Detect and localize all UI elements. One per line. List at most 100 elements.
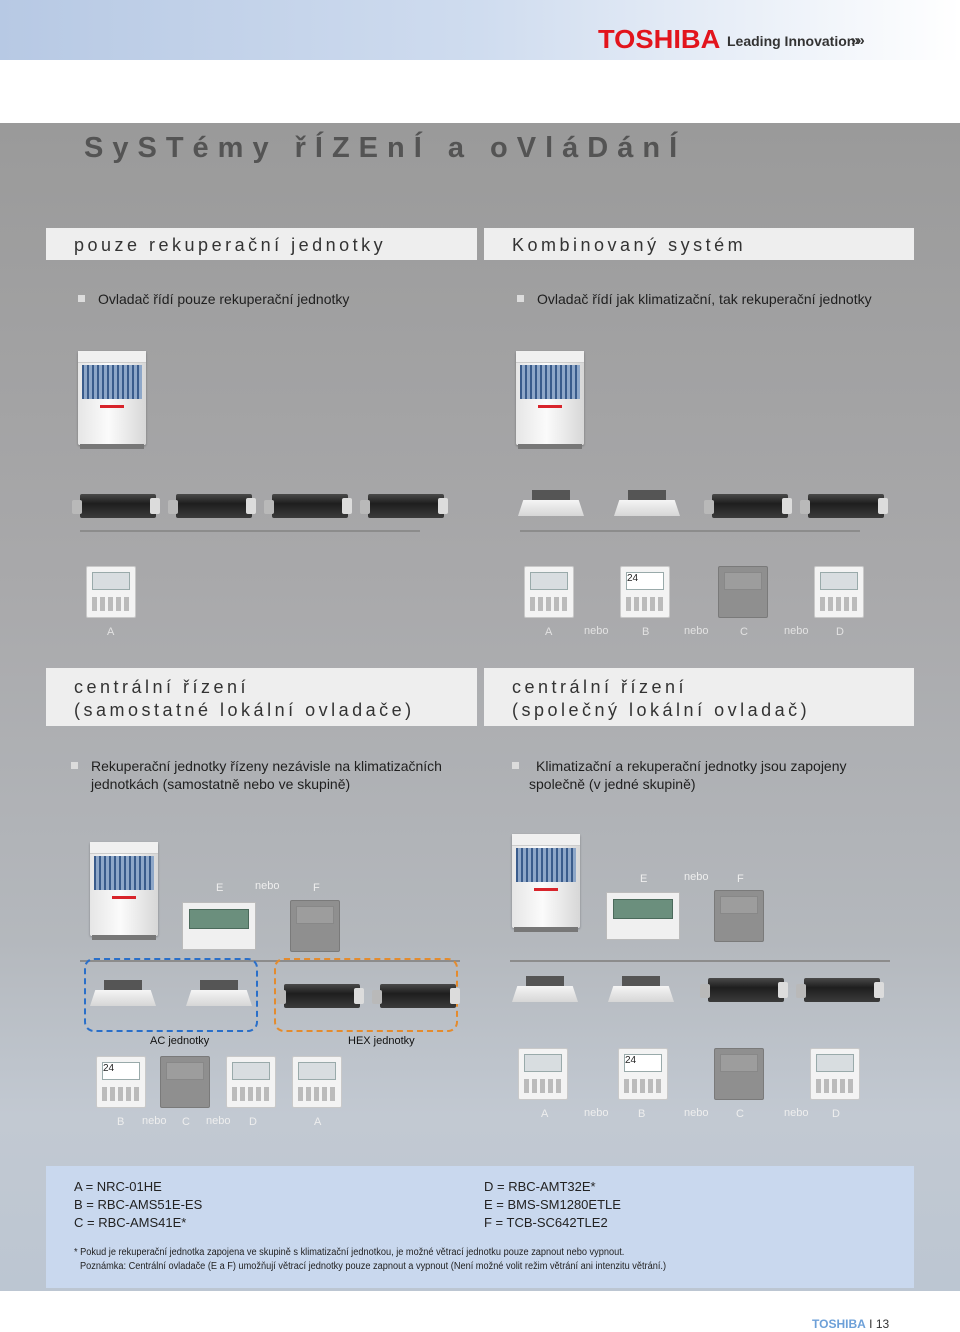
remote-controller-b-icon: 24 [96,1056,146,1108]
display-temperature: 24 [624,1054,662,1072]
legend-item: F = TCB-SC642TLE2 [484,1215,608,1230]
ducted-unit-icon [800,494,888,518]
label-c: C [182,1116,190,1128]
label-a: A [314,1116,322,1128]
bullet-combined: Ovladač řídí jak klimatizační, tak rekup… [517,290,872,308]
ac-units-group [84,958,258,1032]
ducted-unit-icon [700,978,788,1002]
outdoor-unit-icon [512,834,580,932]
bullet-square-icon [517,295,524,302]
remote-controller-a-icon [86,566,136,618]
label-or: nebo [784,625,809,637]
cassette-unit-icon [614,490,680,516]
legend-item: C = RBC-AMS41E* [74,1215,187,1230]
label-c: C [740,626,748,638]
legend-item: A = NRC-01HE [74,1179,162,1194]
label-or: nebo [684,1107,709,1119]
bullet-hex-only: Ovladač řídí pouze rekuperační jednotky [78,290,350,308]
bullet-square-icon [78,295,85,302]
bullet-text: Klimatizační a rekuperační jednotky jsou… [536,758,847,774]
hex-units-label: HEX jednotky [348,1035,415,1047]
remote-controller-d-icon [814,566,864,618]
label-f: F [737,873,744,885]
label-or: nebo [255,880,280,892]
ducted-unit-icon [264,494,352,518]
remote-controller-c-icon [160,1056,210,1108]
central-controller-e-icon [606,892,680,940]
wire-line [80,530,420,532]
cassette-unit-icon [186,980,252,1006]
page-title: SySTémy řÍZEnÍ a oVláDánÍ [84,132,687,164]
label-e: E [216,882,224,894]
remote-controller-d-icon [226,1056,276,1108]
bullet-square-icon [71,762,78,769]
label-d: D [249,1116,257,1128]
label-c: C [736,1108,744,1120]
central-controller-f-icon [290,900,340,952]
outdoor-unit-icon [516,351,584,449]
bullet-text: společně (v jedné skupině) [529,776,696,792]
cassette-unit-icon [518,490,584,516]
label-or: nebo [584,625,609,637]
label-a: A [541,1108,549,1120]
section-heading-text: pouze rekuperační jednotky [74,235,387,255]
remote-controller-a-icon [524,566,574,618]
display-temperature: 24 [102,1062,140,1080]
label-b: B [638,1108,646,1120]
bullet-text: Ovladač řídí pouze rekuperační jednotky [98,291,350,307]
remote-controller-d-icon [810,1048,860,1100]
label-b: B [117,1116,125,1128]
remote-controller-b-icon: 24 [620,566,670,618]
central-controller-f-icon [714,890,764,942]
outdoor-unit-icon [90,842,158,940]
page-number: 13 [875,1317,890,1331]
bullet-text: Rekuperační jednotky řízeny nezávisle na… [91,758,442,774]
ac-units-label: AC jednotky [150,1035,210,1047]
remote-controller-c-icon [714,1048,764,1100]
outdoor-unit-icon [78,351,146,449]
section-heading-combined: Kombinovaný systém [484,228,914,260]
brand-logo: TOSHIBA [598,24,721,54]
ducted-unit-icon [372,984,460,1008]
display-temperature: 24 [626,572,664,590]
chevron-right-icon: »» [851,32,865,49]
section-heading-central-separate: centrální řízení (samostatné lokální ovl… [46,668,477,726]
ducted-unit-icon [168,494,256,518]
section-heading-central-shared: centrální řízení (společný lokální ovlad… [484,668,914,726]
label-d: D [836,626,844,638]
legend-item: E = BMS-SM1280ETLE [484,1197,621,1212]
remote-controller-b-icon: 24 [618,1048,668,1100]
wire-line [510,960,890,962]
legend-note-remark: Poznámka: Centrální ovladače (E a F) umo… [80,1261,667,1272]
ducted-unit-icon [704,494,792,518]
bullet-central-separate: Rekuperační jednotky řízeny nezávisle na… [71,757,442,793]
section-heading-hex-only: pouze rekuperační jednotky [46,228,477,260]
cassette-unit-icon [90,980,156,1006]
label-e: E [640,873,648,885]
legend-left-list: A = NRC-01HE B = RBC-AMS51E-ES C = RBC-A… [74,1178,202,1232]
section-heading-text: centrální řízení [74,677,250,697]
footer-separator: I [869,1317,873,1331]
central-controller-e-icon [182,902,256,950]
section-heading-subtext: (společný lokální ovladač) [512,700,811,720]
section-heading-text: centrální řízení [512,677,688,697]
legend-item: D = RBC-AMT32E* [484,1179,596,1194]
label-or: nebo [784,1107,809,1119]
label-d: D [832,1108,840,1120]
label-or: nebo [584,1107,609,1119]
remote-controller-a-icon [292,1056,342,1108]
legend-item: B = RBC-AMS51E-ES [74,1197,203,1212]
remote-controller-c-icon [718,566,768,618]
label-or: nebo [684,625,709,637]
bullet-text: jednotkách (samostatně nebo ve skupině) [91,776,351,792]
page-footer: TOSHIBA I 13 [812,1317,889,1331]
ducted-unit-icon [796,978,884,1002]
label-a: A [545,626,553,638]
legend-note-asterisk: * Pokud je rekuperační jednotka zapojena… [74,1247,625,1258]
cassette-unit-icon [512,976,578,1002]
bullet-central-shared: Klimatizační a rekuperační jednotky jsou… [512,757,847,793]
footer-brand: TOSHIBA [812,1317,866,1331]
label-or: nebo [684,871,709,883]
label-a: A [107,626,115,638]
ducted-unit-icon [360,494,448,518]
